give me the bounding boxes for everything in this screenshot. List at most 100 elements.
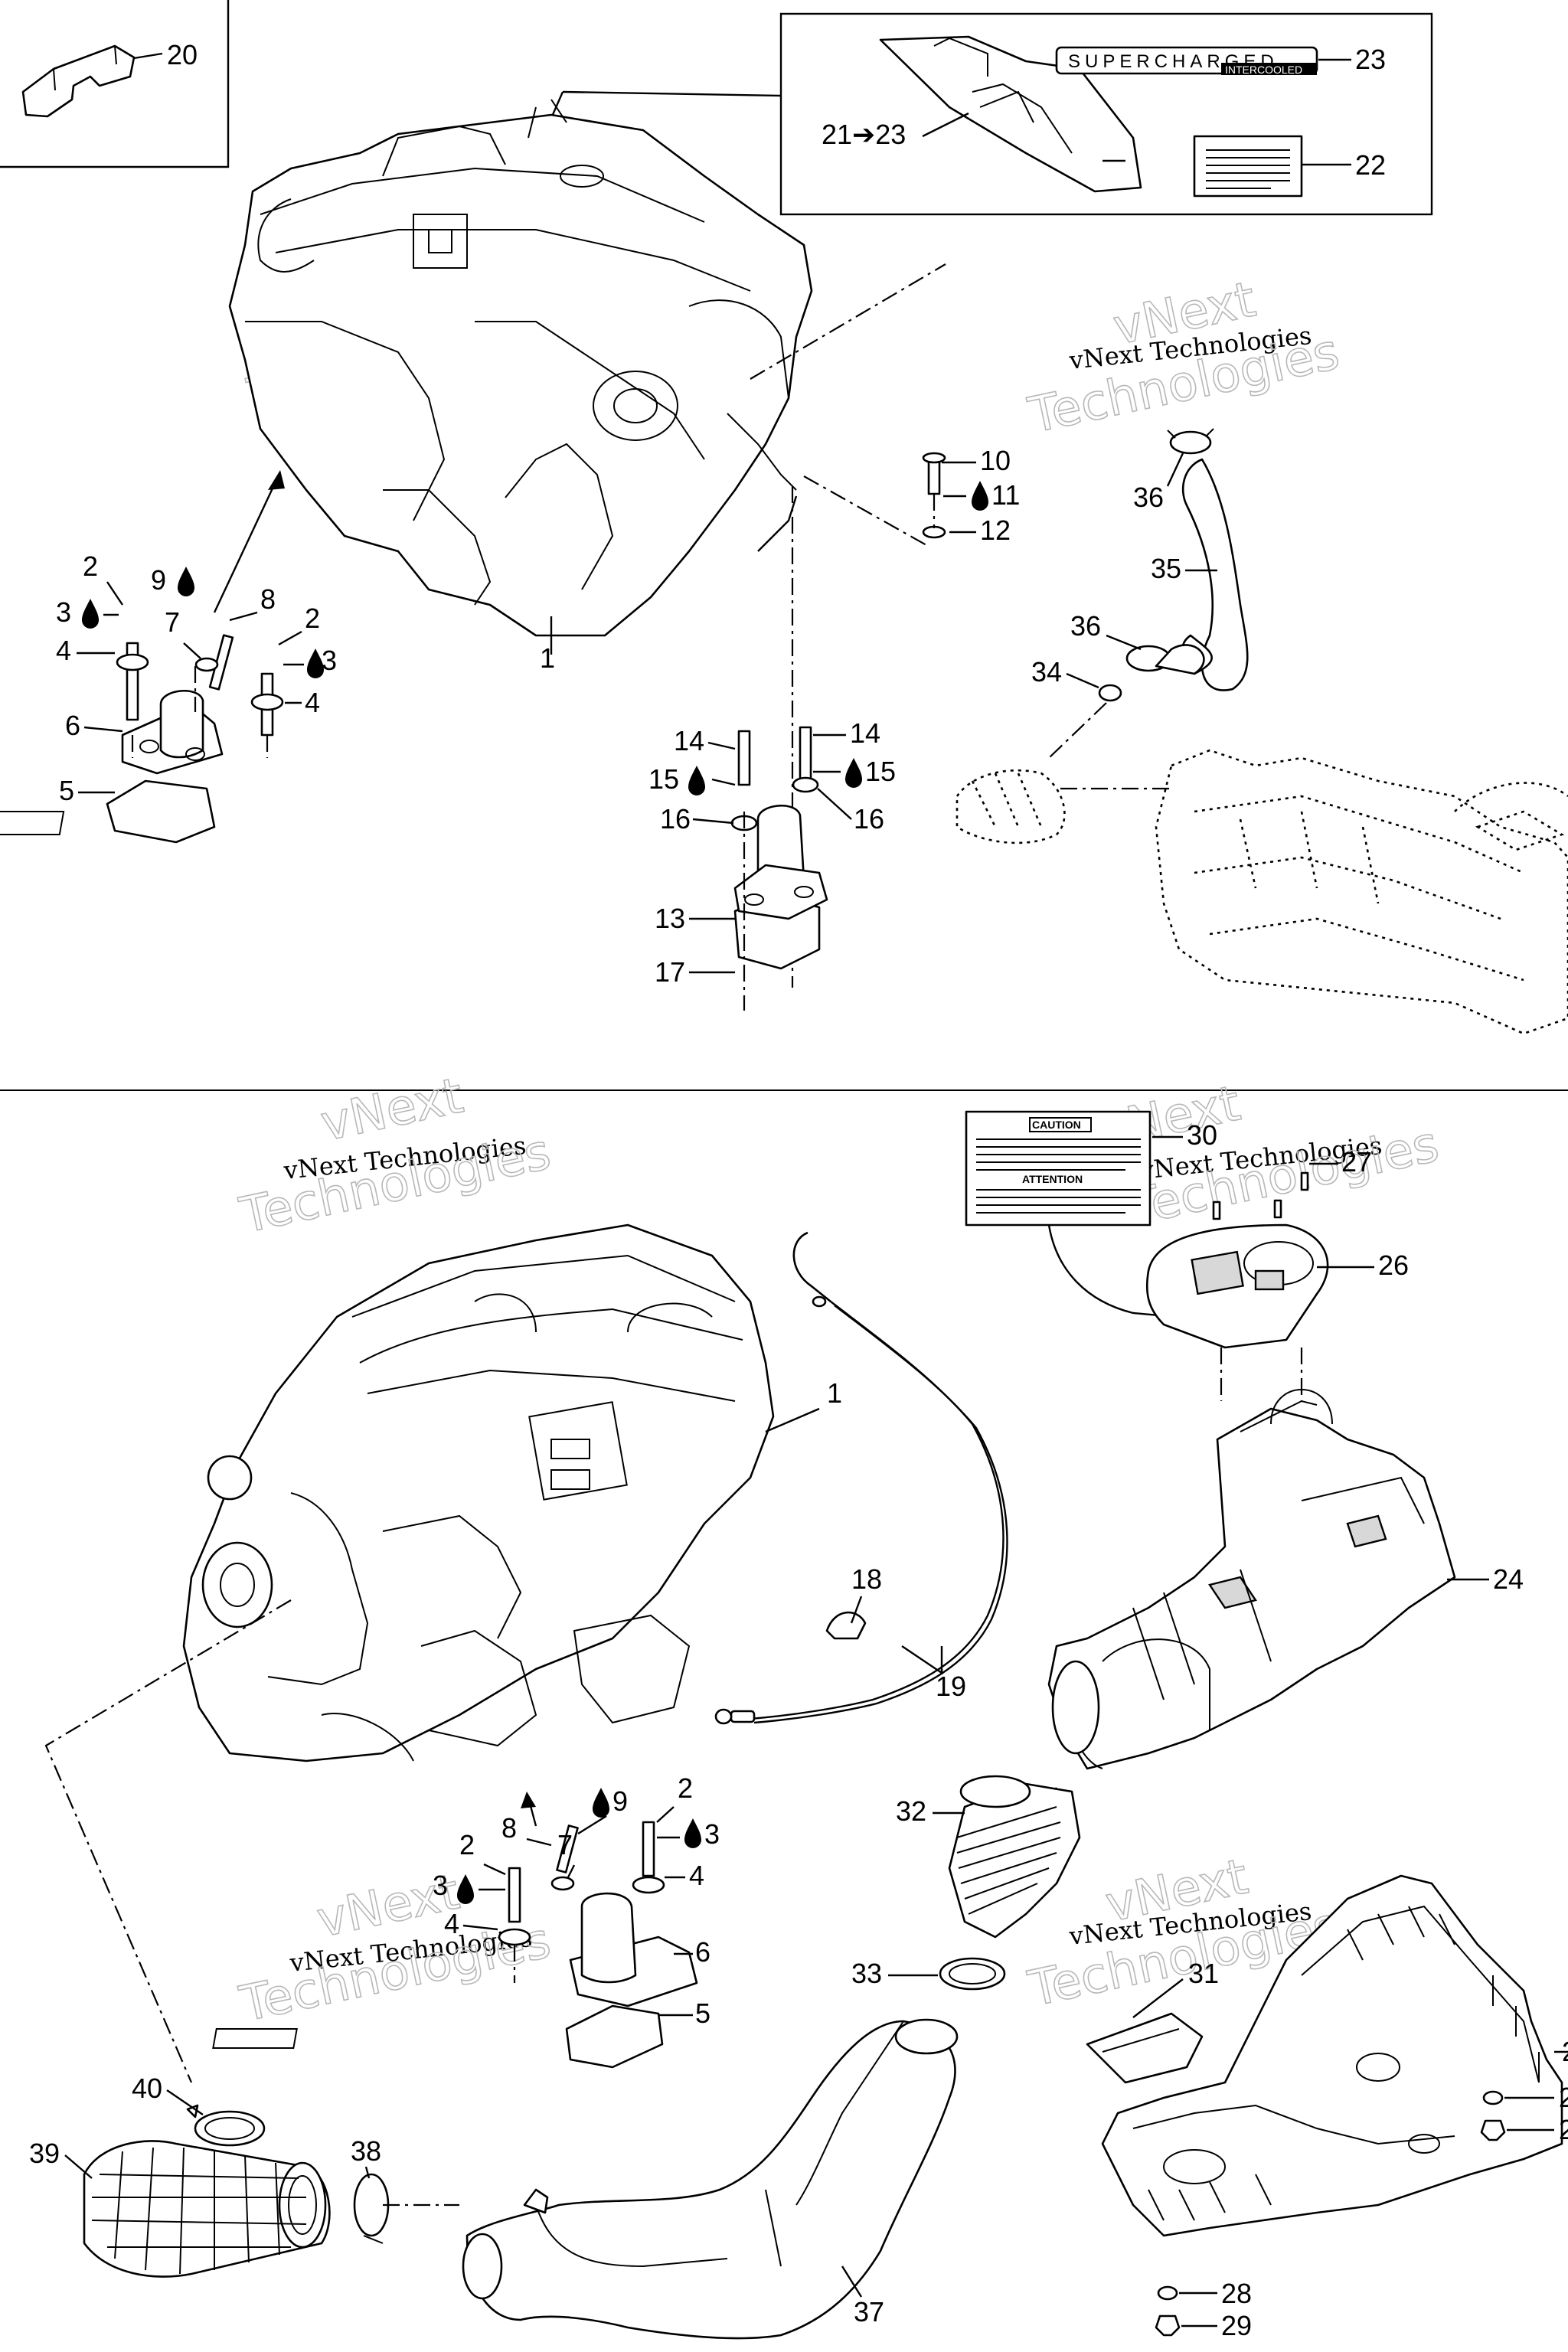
part-39-filter [83,2140,331,2278]
reference-arrow-icon [521,1792,536,1808]
callout-label: 14 [850,717,880,749]
part-32-adaptor [948,1775,1081,1939]
callout-label: 14 [674,725,704,756]
part-26-cover [1145,1171,1329,1349]
fluid-drop-icon [82,599,99,629]
fluid-drop-icon [684,1818,701,1848]
callout-label: 16 [854,803,884,835]
callout-label: 11 [991,479,1020,511]
fluid-drop-icon [845,758,862,788]
callout-label: 30 [1187,1119,1217,1151]
callout-label: 7 [165,606,180,638]
part-30-caution-decal: CAUTION ATTENTION [965,1110,1152,1227]
callout-label: 17 [655,956,685,988]
callout-label: 40 [132,2073,162,2104]
fastener-28-29-right [1480,2090,1506,2141]
callout-label: 37 [854,2296,884,2328]
fastener-28-29-bottom [1155,2285,1181,2337]
callout-label: 15 [865,756,896,787]
fluid-drop-icon [178,567,194,596]
callout-label: 12 [980,514,1011,546]
callout-label: 13 [655,903,685,934]
decal-text: CAUTION [1032,1119,1081,1131]
callout-label: 3 [56,596,71,628]
watermark: vNext Technologies vNext Technologies [234,1067,556,1246]
callout-label: 7 [557,1829,573,1860]
part-37-duct [462,2018,959,2340]
callout-label: 5 [59,775,74,806]
part-33-clamp [939,1957,1006,1991]
callout-label: 3 [433,1870,448,1901]
watermark-text: Technologies [235,1124,556,1245]
callout-label: 39 [29,2138,60,2169]
callout-label: 4 [689,1860,704,1891]
callout-label: 9 [151,564,166,596]
callout-label: 31 [1188,1958,1219,1989]
callout-label: 34 [1031,656,1062,688]
callout-label: 36 [1070,610,1101,642]
decal-text: INTERCOOLED [1225,64,1302,76]
inset-box-item-20 [0,0,230,168]
callout-label: 1 [827,1377,842,1409]
callout-label: 10 [980,445,1011,476]
part-1-engine-top: 1 [228,99,813,674]
callout-label: 27 [1341,1146,1372,1178]
callout-label: 9 [612,1785,628,1817]
callout-label: 28 [1559,2082,1568,2113]
callout-label: 32 [896,1795,926,1827]
callout-label: 2 [1562,2036,1568,2067]
decal-text: ATTENTION [1022,1173,1083,1185]
callout-label: 6 [65,710,80,741]
engine-cover-decal-group: SUPERCHARGED INTERCOOLED 23 22 21➔23 [822,35,1386,198]
fastener-10-12 [922,452,946,539]
callout-label: 18 [851,1563,882,1595]
inset-box-decals [779,12,1433,216]
reference-arrow-icon [268,470,285,490]
callout-label: 24 [1493,1563,1524,1595]
callout-label: 8 [501,1812,517,1844]
callout-label: 2 [305,603,320,634]
callout-label: 29 [1559,2114,1568,2145]
callout-label: 28 [1221,2278,1252,2309]
part-20-clip: 20 [21,39,198,118]
callout-label: 4 [305,687,320,718]
fluid-drop-icon [688,766,705,795]
engine-mount-center-top [730,726,828,1011]
air-intake-silencer-top [956,749,1568,1035]
part-38-clamp [353,2173,390,2244]
silencer-base-tray [1101,1874,1563,2237]
part-35-hose [1098,428,1249,702]
fluid-drop-icon [593,1788,609,1818]
callout-label: 19 [936,1671,966,1702]
engine-mount-left-top [0,634,284,844]
callout-label: 22 [1355,149,1386,181]
callout-label: 2 [459,1829,475,1860]
callout-label: 2 [83,550,98,582]
callout-label: 1 [540,642,555,674]
callout-label: 8 [260,583,276,615]
callout-label: 16 [660,803,691,835]
callout-label: 6 [695,1936,710,1968]
callout-label: 3 [322,645,337,676]
callout-label: 3 [704,1818,720,1850]
callout-label: 23 [1355,44,1386,75]
part-19-hose [714,1231,1008,1725]
callout-label: 4 [444,1908,459,1939]
callout-label: 21➔23 [822,119,906,150]
callout-label: 4 [56,635,71,666]
engine-mount-bottom [212,1821,698,2069]
callout-label: 2 [678,1772,693,1804]
part-31-bracket [1086,2012,1204,2084]
part-1-engine-bottom: 1 [182,1223,842,1762]
callout-label: 33 [851,1958,882,1989]
callout-label: 35 [1151,553,1181,584]
part-24-air-silencer [1047,1389,1456,1770]
callout-label: 15 [648,763,679,795]
watermark: vNext Technologies vNext Technologies [234,1864,556,2034]
callout-label: 38 [351,2135,381,2167]
callout-label: 26 [1378,1250,1409,1281]
fluid-drop-icon [307,648,324,678]
callout-label: 20 [167,39,198,70]
callout-label: 29 [1221,2310,1252,2341]
